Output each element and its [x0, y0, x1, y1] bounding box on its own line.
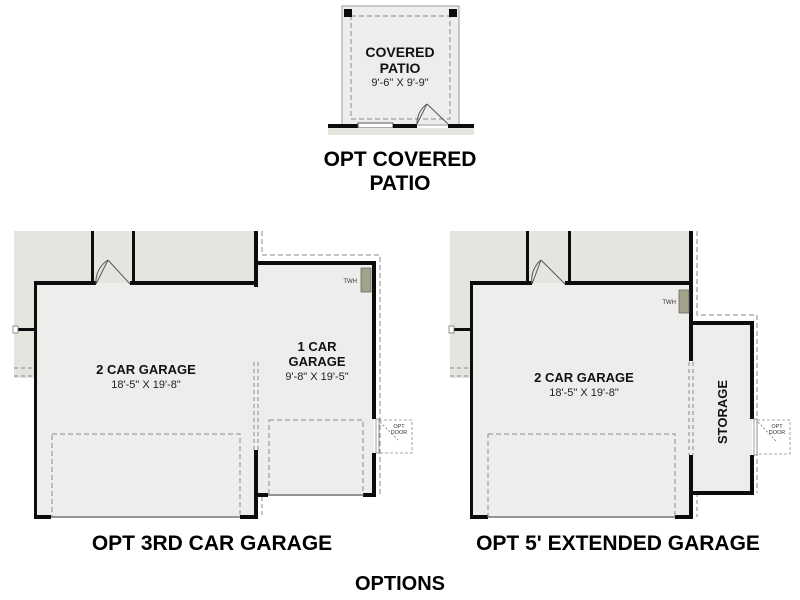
covered-patio-caption-line1: OPT COVERED: [324, 148, 477, 171]
post-right: [449, 9, 457, 17]
one-car-garage-title-line2: GARAGE: [288, 354, 345, 369]
two-car-garage-title: 2 CAR GARAGE: [96, 362, 196, 377]
patio-wall-right: [448, 124, 474, 128]
svg-text:DOOR: DOOR: [769, 430, 786, 436]
interior-door-swing-icon: [95, 259, 109, 285]
covered-patio-area: [341, 5, 460, 126]
post-left: [344, 9, 352, 17]
svg-text:OPT: OPT: [393, 424, 405, 430]
patio-door-leaf: [416, 103, 428, 125]
one-car-garage-dimensions: 9'-8" X 19'-5": [285, 371, 348, 383]
patio-house-strip: [328, 128, 474, 135]
svg-text:DOOR: DOOR: [391, 430, 408, 436]
water-heater-icon: [360, 267, 372, 293]
two-car-garage-room: [36, 283, 256, 517]
page-title: OPTIONS: [355, 573, 445, 595]
svg-text:OPT: OPT: [771, 424, 783, 430]
third-car-garage-caption: OPT 3RD CAR GARAGE: [92, 532, 332, 555]
patio-dimensions: 9'-6" X 9'-9": [371, 77, 428, 89]
extended-two-car-garage-title: 2 CAR GARAGE: [534, 370, 634, 385]
third-car-garage-plan: TWH OPT DOOR 2 CAR GARAGE 18'-5" X 19'-8…: [12, 231, 413, 519]
patio-door-swing-icon: [416, 103, 428, 125]
two-car-garage-dimensions: 18'-5" X 19'-8": [111, 379, 181, 391]
covered-patio-caption-line2: PATIO: [369, 172, 430, 195]
patio-title-line1: COVERED: [365, 44, 434, 60]
patio-window: [357, 122, 394, 129]
wall-left: [34, 281, 37, 519]
one-car-garage-title-line1: 1 CAR: [297, 339, 337, 354]
storage-top-wall: [689, 321, 754, 325]
patio-wall-left: [328, 124, 358, 128]
opt-door-outline-2: [756, 419, 791, 455]
twh-label-2: TWH: [662, 300, 676, 306]
patio-wall-mid: [393, 124, 417, 128]
storage-room: [690, 323, 752, 493]
one-car-top-wall: [256, 261, 376, 265]
patio-title-line2: PATIO: [380, 60, 421, 76]
extended-garage-plan: TWH OPT DOOR 2 CAR GARAGE 18'-5" X 19'-8…: [448, 231, 791, 519]
extended-two-car-garage-room: [472, 283, 690, 517]
twh-label: TWH: [343, 279, 357, 285]
extended-two-car-garage-dimensions: 18'-5" X 19'-8": [549, 387, 619, 399]
water-heater-icon-2: [678, 289, 690, 314]
opt-door-outline: [378, 419, 413, 454]
extended-garage-caption: OPT 5' EXTENDED GARAGE: [476, 532, 760, 555]
patio-dashed-outline: [350, 15, 451, 120]
covered-patio-plan: COVERED PATIO 9'-6" X 9'-9": [328, 5, 474, 135]
one-car-garage-room: [256, 263, 374, 496]
interior-door-swing-icon-2: [531, 259, 542, 285]
storage-title: STORAGE: [715, 380, 730, 444]
